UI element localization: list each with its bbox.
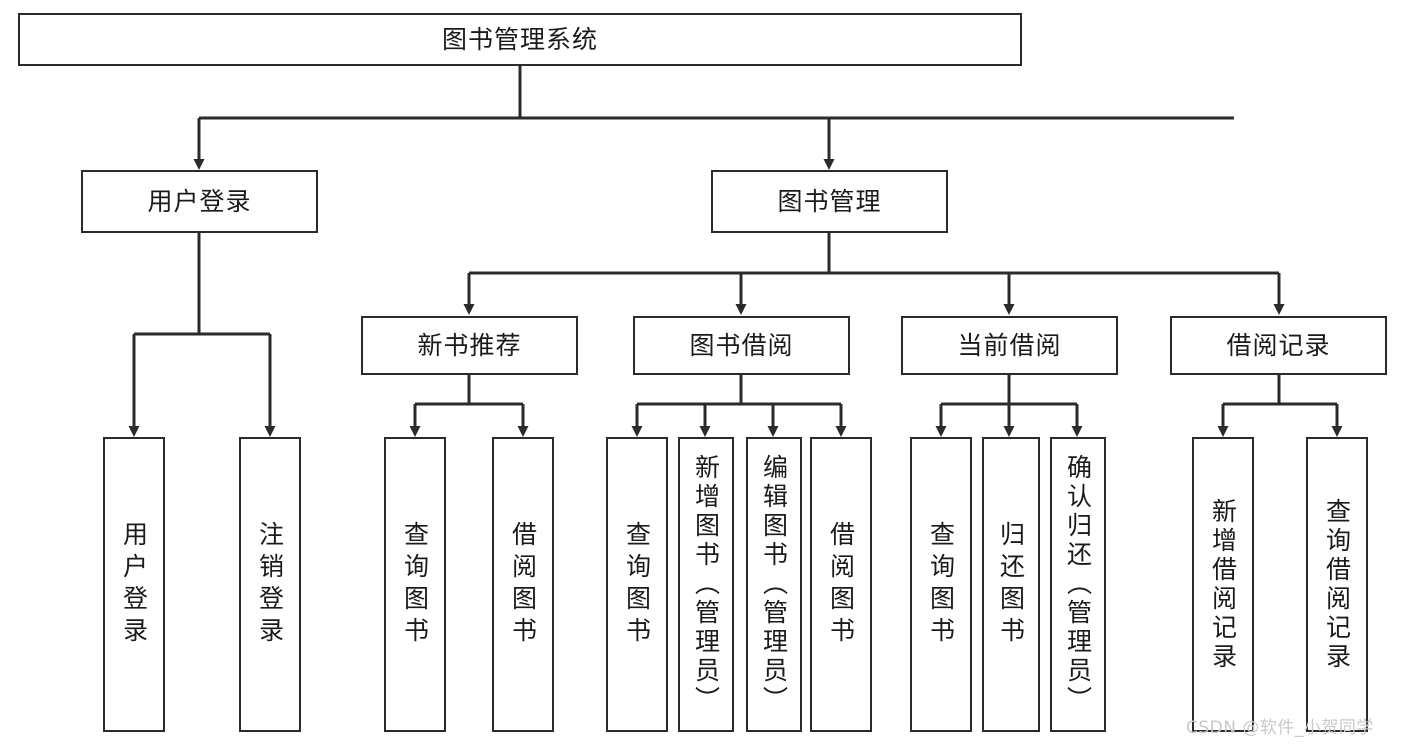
node-book-borrowing[interactable]: 图书借阅 bbox=[633, 316, 850, 375]
node-label: 新书推荐 bbox=[417, 331, 522, 360]
node-user-login[interactable]: 用户登录 bbox=[81, 170, 318, 233]
leaf-edit-book-admin[interactable]: 编辑图书（管理员） bbox=[746, 437, 802, 732]
leaf-user-login[interactable]: 用户登录 bbox=[103, 437, 165, 732]
node-label: 编辑图书（管理员） bbox=[759, 454, 789, 715]
csdn-watermark: CSDN @软件_小贺同学 bbox=[1186, 718, 1374, 738]
node-label: 借阅图书 bbox=[508, 520, 538, 649]
leaf-return-books[interactable]: 归还图书 bbox=[982, 437, 1040, 732]
node-label: 归还图书 bbox=[996, 520, 1026, 649]
node-label: 查询图书 bbox=[400, 520, 430, 649]
node-label: 新增图书（管理员） bbox=[691, 454, 721, 715]
node-label: 图书借阅 bbox=[689, 331, 794, 360]
node-label: 图书管理 bbox=[777, 187, 882, 216]
leaf-query-books-recommend[interactable]: 查询图书 bbox=[384, 437, 446, 732]
node-label: 借阅图书 bbox=[826, 520, 856, 649]
node-label: 当前借阅 bbox=[957, 331, 1062, 360]
leaf-logout[interactable]: 注销登录 bbox=[239, 437, 301, 732]
node-label: 注销登录 bbox=[255, 520, 285, 649]
node-root-book-management-system[interactable]: 图书管理系统 bbox=[18, 13, 1022, 66]
node-borrowing-record[interactable]: 借阅记录 bbox=[1170, 316, 1387, 375]
node-label: 用户登录 bbox=[119, 520, 149, 649]
leaf-borrow-books-recommend[interactable]: 借阅图书 bbox=[492, 437, 554, 732]
leaf-confirm-return-admin[interactable]: 确认归还（管理员） bbox=[1050, 437, 1106, 732]
node-label: 图书管理系统 bbox=[441, 25, 598, 54]
node-label: 借阅记录 bbox=[1226, 331, 1331, 360]
node-new-book-recommendation[interactable]: 新书推荐 bbox=[361, 316, 578, 375]
node-label: 查询借阅记录 bbox=[1322, 497, 1352, 672]
node-label: 新增借阅记录 bbox=[1208, 497, 1238, 672]
leaf-borrow-books[interactable]: 借阅图书 bbox=[810, 437, 872, 732]
node-book-management[interactable]: 图书管理 bbox=[711, 170, 948, 233]
node-label: 用户登录 bbox=[147, 187, 252, 216]
node-current-borrowing[interactable]: 当前借阅 bbox=[901, 316, 1118, 375]
node-label: 确认归还（管理员） bbox=[1063, 454, 1093, 715]
leaf-query-borrow-record[interactable]: 查询借阅记录 bbox=[1306, 437, 1368, 732]
node-label: 查询图书 bbox=[926, 520, 956, 649]
leaf-query-books-current[interactable]: 查询图书 bbox=[910, 437, 972, 732]
node-label: 查询图书 bbox=[622, 520, 652, 649]
leaf-add-borrow-record[interactable]: 新增借阅记录 bbox=[1192, 437, 1254, 732]
leaf-query-books-borrow[interactable]: 查询图书 bbox=[606, 437, 668, 732]
leaf-add-book-admin[interactable]: 新增图书（管理员） bbox=[678, 437, 734, 732]
